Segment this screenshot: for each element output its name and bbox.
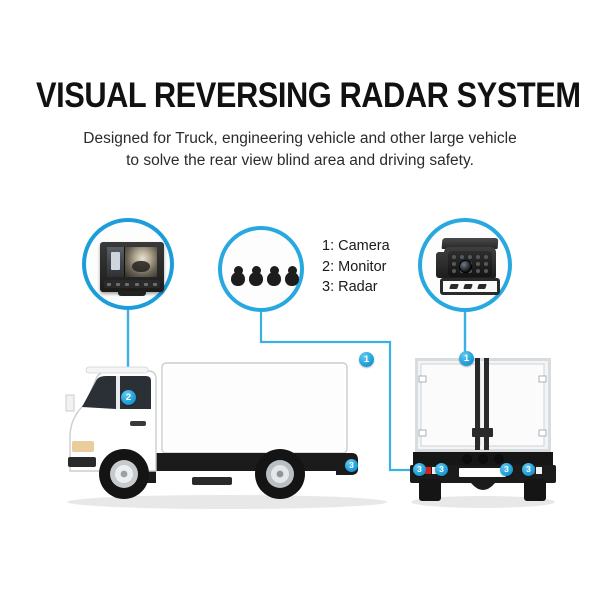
- door-latch-handle: [472, 428, 493, 437]
- legend: 1: Camera 2: Monitor 3: Radar: [322, 236, 390, 298]
- marker-side-cab-monitor[interactable]: 2: [121, 390, 136, 405]
- rear-door-left: [420, 363, 481, 447]
- rear-view-camera-icon: [434, 238, 504, 300]
- tail-light-right-white: [536, 467, 542, 474]
- radar-sensor-unit: [231, 266, 245, 286]
- monitor-button-bar: [104, 280, 160, 288]
- roof-deflector: [85, 366, 149, 374]
- window-pillar: [116, 376, 120, 409]
- door-hinge: [538, 429, 547, 437]
- monitor-screen-left-pane: [107, 247, 125, 277]
- cargo-box-panel: [165, 366, 344, 450]
- headlight: [72, 441, 94, 452]
- ir-led: [460, 255, 465, 259]
- camera-lens: [459, 260, 472, 273]
- ir-led: [483, 269, 488, 273]
- subtitle-line-1: Designed for Truck, engineering vehicle …: [83, 130, 517, 147]
- ir-led: [452, 269, 457, 273]
- marker-side-box-top[interactable]: 1: [359, 352, 374, 367]
- radar-sensor-unit: [249, 266, 263, 286]
- door-locking-rod-right: [484, 358, 489, 450]
- legend-item-monitor: 2: Monitor: [322, 258, 387, 275]
- rear-truck-shadow: [411, 496, 555, 508]
- marker-rear-bumper-4[interactable]: 3: [522, 463, 535, 476]
- ir-led: [475, 255, 480, 259]
- feature-circle-monitor[interactable]: [82, 218, 174, 310]
- door-hinge: [538, 375, 547, 383]
- camera-mounting-bracket: [440, 278, 500, 295]
- fuel-tank: [192, 477, 232, 485]
- ir-led: [483, 255, 488, 259]
- marker-side-rear-radar[interactable]: 3: [345, 459, 358, 472]
- door-locking-rod-left: [475, 358, 480, 450]
- monitor-button: [106, 282, 111, 286]
- ir-led: [475, 262, 480, 266]
- front-wheel: [99, 449, 149, 499]
- ir-led: [467, 255, 472, 259]
- feature-circle-camera[interactable]: [418, 218, 512, 312]
- bracket-slot: [477, 284, 487, 289]
- tow-hitch: [471, 483, 495, 490]
- monitor-screen: [107, 247, 157, 277]
- license-plate: [459, 468, 506, 477]
- legend-item-camera: 1: Camera: [322, 238, 390, 254]
- tail-light-left-red: [423, 467, 431, 474]
- rear-wheel-left: [419, 479, 441, 501]
- rear-wheel-right: [524, 479, 546, 501]
- truck-shadow: [67, 495, 387, 509]
- ir-led: [452, 255, 457, 259]
- bracket-slot: [463, 284, 473, 289]
- monitor-button: [134, 282, 139, 286]
- radar-sensor-unit: [285, 266, 299, 286]
- monitor-button: [125, 282, 130, 286]
- rear-view-truck: [410, 358, 556, 508]
- marker-rear-bumper-1[interactable]: 3: [413, 463, 426, 476]
- marker-rear-bumper-3[interactable]: 3: [500, 463, 513, 476]
- monitor-screen-right-pane: [125, 247, 157, 277]
- monitor-button: [115, 282, 120, 286]
- radar-sensor-icon: [231, 260, 299, 286]
- front-bumper: [68, 457, 96, 467]
- marker-rear-bumper-2[interactable]: 3: [435, 463, 448, 476]
- door-hinge: [418, 375, 427, 383]
- marker-rear-top-camera[interactable]: 1: [459, 351, 474, 366]
- monitor-button: [153, 282, 158, 286]
- ir-led: [452, 262, 457, 266]
- chassis-bolt: [494, 454, 504, 464]
- radar-sensor-unit: [267, 266, 281, 286]
- ir-led: [483, 262, 488, 266]
- rear-wheel: [255, 449, 305, 499]
- subtitle-line-2: to solve the rear view blind area and dr…: [126, 152, 474, 170]
- monitor-stand: [118, 291, 146, 296]
- page-subtitle: Designed for Truck, engineering vehicle …: [50, 128, 550, 173]
- side-view-truck: [65, 362, 387, 509]
- monitor-display-icon: [100, 242, 164, 296]
- door-handle: [130, 421, 146, 426]
- windscreen: [82, 376, 116, 409]
- page-title: VISUAL REVERSING RADAR SYSTEM: [36, 76, 581, 115]
- legend-item-radar: 3: Radar: [322, 279, 378, 296]
- ir-led: [475, 269, 480, 273]
- side-mirror: [65, 394, 75, 412]
- door-hinge: [418, 429, 427, 437]
- chassis-bolt: [478, 454, 488, 464]
- monitor-button: [143, 282, 148, 286]
- bracket-slot: [449, 284, 459, 289]
- rear-door-right: [484, 363, 545, 447]
- chassis-bolt: [462, 454, 472, 464]
- feature-circle-radar[interactable]: [218, 226, 304, 312]
